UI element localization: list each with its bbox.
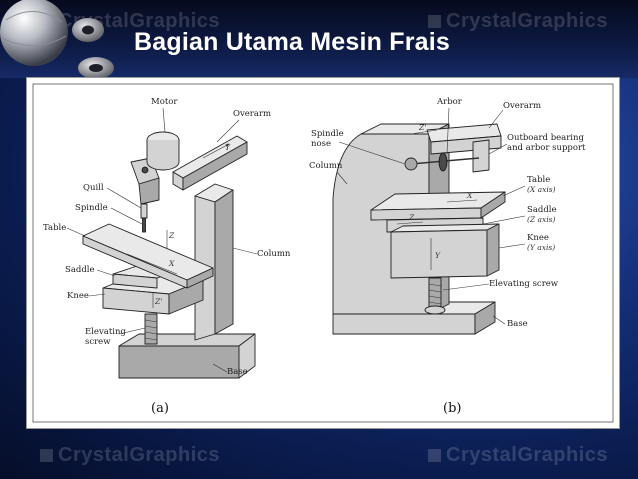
label-spindle-nose-line2: nose — [311, 139, 331, 149]
label-quill: Quill — [83, 183, 104, 193]
label-elevating-screw-b: Elevating screw — [489, 279, 559, 289]
caption-b: (b) — [443, 401, 461, 416]
watermark-top-right: CrystalGraphics — [428, 10, 608, 33]
axis-z-label-b: Z — [408, 213, 415, 222]
caption-a: (a) — [151, 401, 169, 416]
label-column-b: Column — [309, 161, 343, 171]
logo-square-icon — [428, 15, 441, 28]
vertical-milling-machine: Y X Z Z' Motor Overarm Quill Spindle Tab… — [43, 97, 291, 416]
watermark-bottom-left: CrystalGraphics — [40, 444, 220, 467]
label-elevating-screw-line2: screw — [85, 337, 111, 347]
logo-square-icon — [428, 449, 441, 462]
label-knee: Knee — [67, 291, 89, 301]
label-saddle-line1: Saddle — [527, 205, 557, 215]
axis-z-prime-label: Z' — [154, 297, 162, 306]
axis-x-label-b: X — [466, 191, 473, 200]
slide-title: Bagian Utama Mesin Frais — [134, 28, 451, 56]
diagram-image: Y X Z Z' Motor Overarm Quill Spindle Tab… — [26, 77, 620, 429]
axis-z-label: Z — [168, 231, 175, 240]
label-saddle-line2: (Z axis) — [527, 215, 555, 224]
watermark-text: CrystalGraphics — [58, 444, 221, 466]
label-outboard-line2: and arbor support — [507, 143, 586, 153]
label-table-line1: Table — [527, 175, 550, 185]
logo-square-icon — [40, 449, 53, 462]
label-spindle: Spindle — [75, 203, 108, 213]
axis-y-label-b: Y — [435, 251, 441, 260]
label-elevating-screw-line1: Elevating — [85, 327, 126, 337]
watermark-text: CrystalGraphics — [446, 444, 609, 466]
label-saddle: Saddle — [65, 265, 95, 275]
label-column: Column — [257, 249, 291, 259]
label-base: Base — [227, 367, 248, 377]
watermark-bottom-right: CrystalGraphics — [428, 444, 608, 467]
label-table-line2: (X axis) — [527, 185, 556, 194]
label-knee-line1: Knee — [527, 233, 549, 243]
decorative-sphere-icon — [0, 0, 114, 79]
label-spindle-nose-line1: Spindle — [311, 129, 344, 139]
label-overarm-b: Overarm — [503, 101, 541, 111]
axis-x-label: X — [168, 259, 175, 268]
label-knee-line2: (Y axis) — [527, 243, 555, 252]
axis-z-prime-label-b: Z' — [418, 123, 426, 132]
horizontal-milling-machine: Z' X Z Y Arbor Overarm Spindle nose Outb… — [309, 97, 586, 416]
label-table: Table — [43, 223, 66, 233]
label-overarm: Overarm — [233, 109, 271, 119]
watermark-text: CrystalGraphics — [446, 10, 609, 32]
axis-y-label: Y — [225, 143, 231, 152]
label-base-b: Base — [507, 319, 528, 329]
label-arbor: Arbor — [436, 97, 463, 107]
label-motor: Motor — [151, 97, 178, 107]
label-outboard-line1: Outboard bearing — [507, 133, 584, 143]
